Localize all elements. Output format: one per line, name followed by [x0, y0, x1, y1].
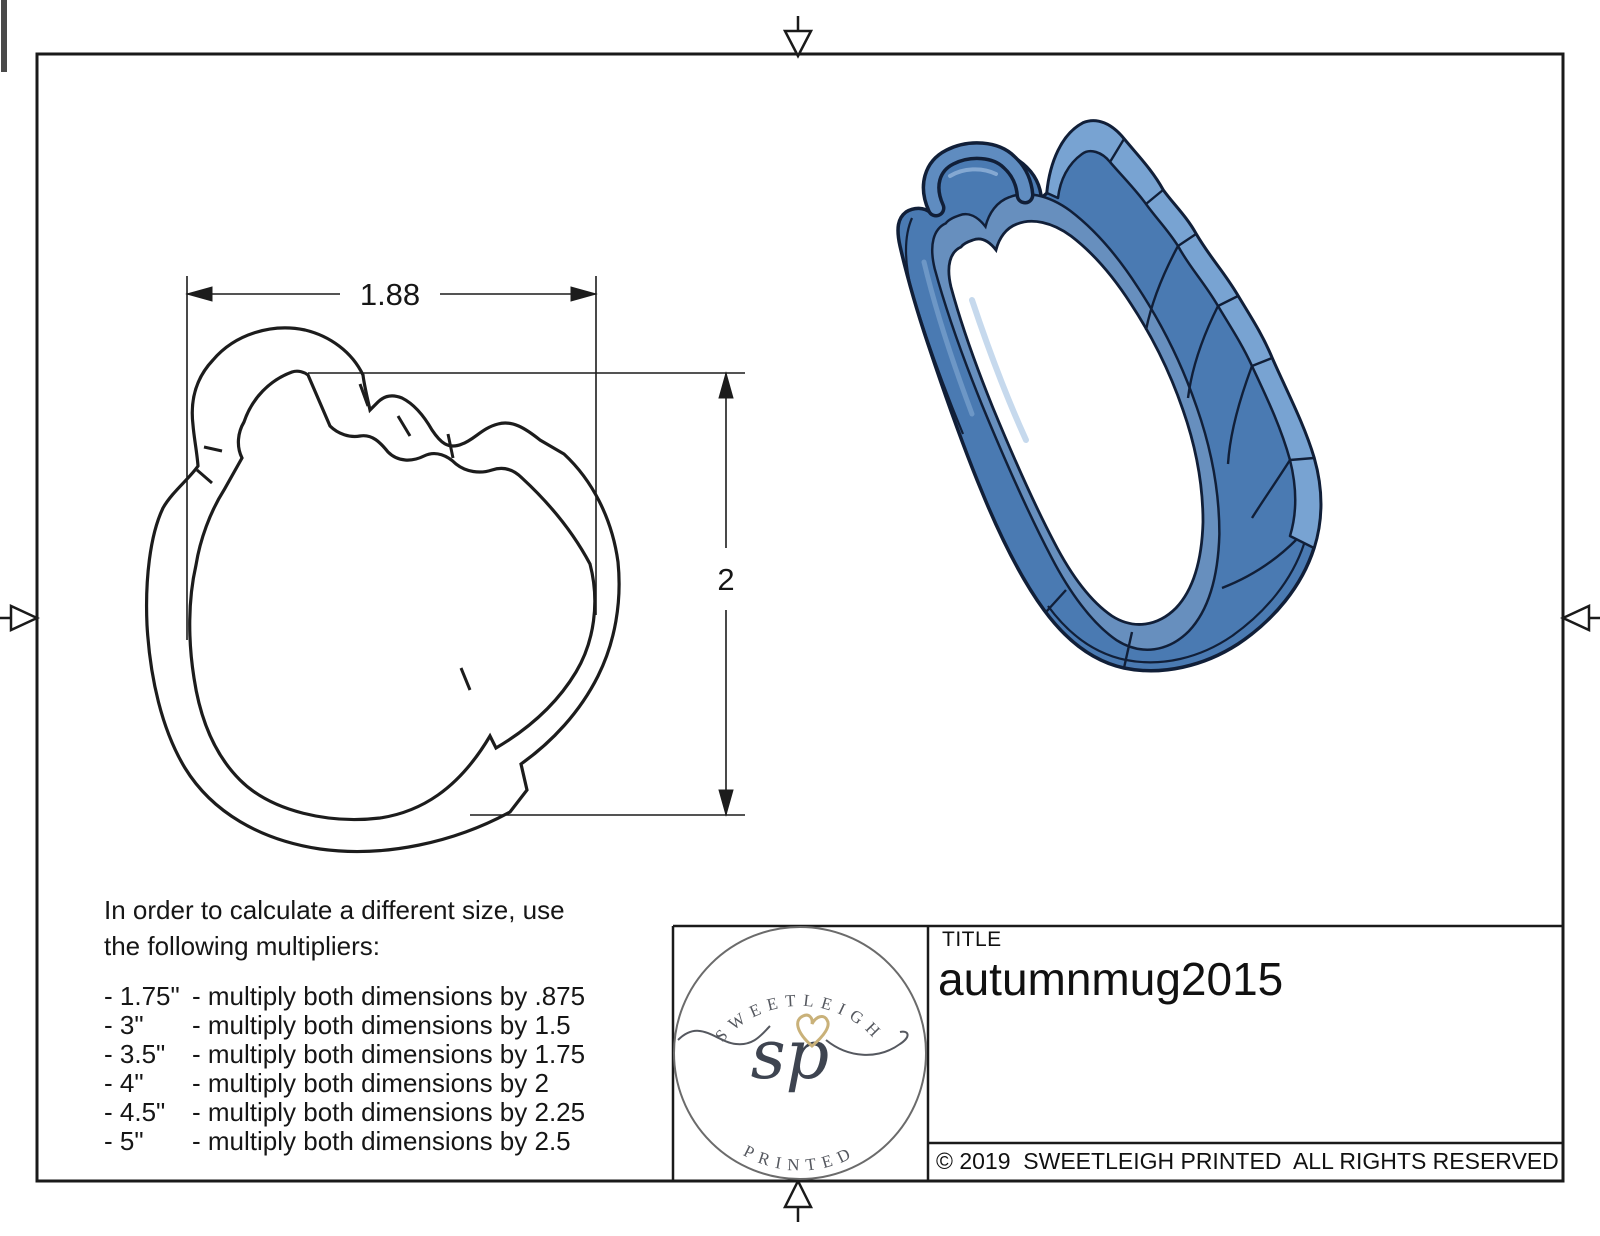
- title-block-title: autumnmug2015: [938, 953, 1284, 1005]
- tick-marks: [196, 383, 472, 691]
- mug-2d-drawing: [145, 326, 621, 854]
- width-dimension: 1.88: [185, 276, 598, 640]
- title-block-copyright: © 2019 SWEETLEIGH PRINTED ALL RIGHTS RES…: [936, 1148, 1559, 1174]
- instructions-intro-line2: the following multipliers:: [104, 931, 381, 961]
- height-dimension-text: 2: [717, 562, 734, 597]
- multiplier-row: - 1.75" - multiply both dimensions by .8…: [104, 981, 586, 1011]
- multiplier-list: - 1.75" - multiply both dimensions by .8…: [104, 982, 664, 1156]
- brand-logo: SWEETLEIGH PRINTED sp: [673, 926, 927, 1180]
- registration-marks: [0, 16, 1600, 1222]
- logo-flourish: [677, 1025, 909, 1056]
- logo-circle: [673, 926, 927, 1180]
- center-mark-left: [0, 604, 40, 632]
- cutter-3d-lip-lines: [904, 217, 1306, 664]
- instructions-intro-line1: In order to calculate a different size, …: [104, 895, 565, 925]
- mug-outer-outline: [145, 326, 621, 854]
- multiplier-row: - 4.5" - multiply both dimensions by 2.2…: [104, 1097, 586, 1127]
- cutter-3d-opening: [947, 219, 1205, 626]
- cutter-3d-highlights: [921, 167, 1029, 443]
- multiplier-row: - 3" - multiply both dimensions by 1.5: [104, 1010, 571, 1040]
- width-dimension-text: 1.88: [360, 277, 420, 312]
- center-mark-bottom: [782, 1178, 814, 1222]
- title-block-label: TITLE: [942, 928, 1002, 951]
- cutter-3d-wall-seams: [1045, 245, 1297, 669]
- resize-instructions: In order to calculate a different size, …: [104, 892, 664, 1156]
- height-dimension: 2: [308, 371, 745, 817]
- multiplier-row: - 4" - multiply both dimensions by 2: [104, 1068, 549, 1098]
- cutter-3d-flange-seams: [1108, 138, 1315, 462]
- mug-inner-outline: [188, 369, 597, 822]
- multiplier-row: - 5" - multiply both dimensions by 2.5: [104, 1126, 571, 1156]
- logo-monogram: sp: [751, 1016, 829, 1095]
- cutter-3d-top-flange: [1045, 119, 1322, 550]
- dimension-annotations: 1.88 2: [185, 276, 745, 817]
- cutter-3d-handle: [921, 141, 1035, 218]
- logo-heart-icon: [796, 1013, 830, 1048]
- multiplier-row: - 3.5" - multiply both dimensions by 1.7…: [104, 1039, 586, 1069]
- center-mark-right: [1560, 604, 1600, 632]
- mug-3d-render: [896, 119, 1323, 673]
- center-mark-top: [782, 16, 814, 59]
